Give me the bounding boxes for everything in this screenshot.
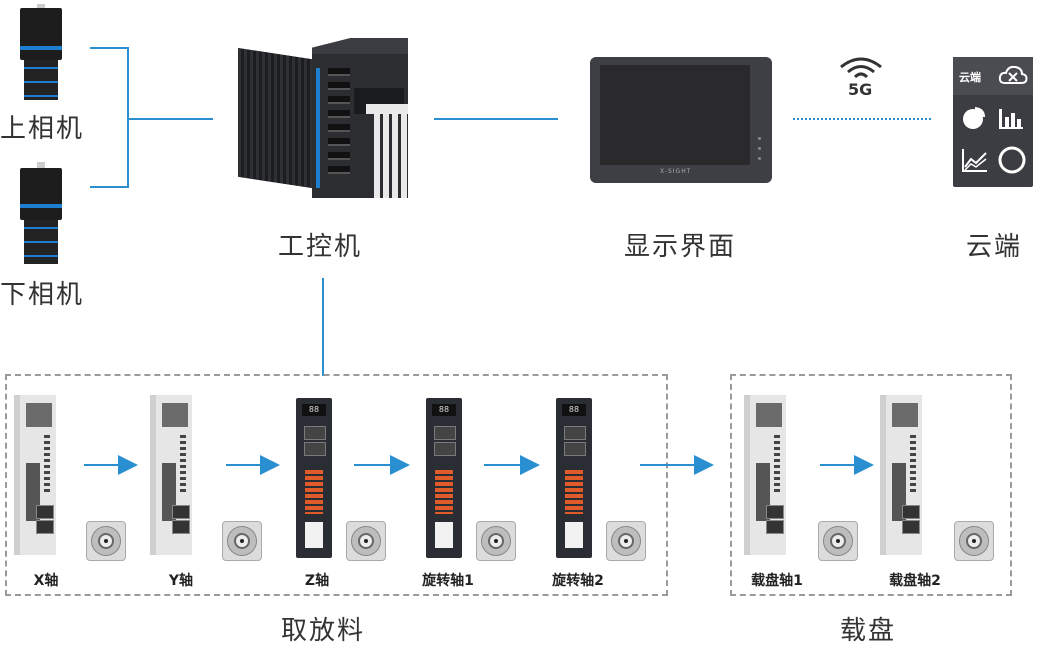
lower-camera-link (90, 186, 128, 188)
axis-label-z: Z轴 (304, 573, 330, 589)
tray-axis-2-motor (954, 521, 994, 561)
camera-bracket (127, 47, 129, 188)
pick-place-label: 取放料 (281, 616, 366, 646)
ipc-to-drives-link (322, 278, 324, 376)
y-axis-motor (222, 521, 262, 561)
cloud-panel-title: 云端 (959, 71, 981, 84)
z-axis-motor (346, 521, 386, 561)
ipc-to-display-link (434, 118, 558, 120)
display-label: 显示界面 (624, 232, 737, 262)
display-monitor: X-SIGHT (590, 57, 772, 183)
tray-label: 载盘 (840, 616, 897, 646)
industrial-pc (238, 38, 408, 198)
rotary-axis-1-drive: 88 (426, 398, 462, 558)
tray-axis-1-drive (744, 395, 786, 555)
line-chart-icon (962, 149, 987, 172)
y-axis-drive (150, 395, 192, 555)
ring-icon (998, 146, 1026, 174)
ipc-label: 工控机 (278, 232, 363, 262)
camera-to-ipc-link (127, 118, 213, 120)
tray-group (730, 374, 1012, 596)
axis-label-tray-1: 载盘轴1 (751, 573, 803, 589)
x-axis-drive (14, 395, 56, 555)
tray-axis-1-motor (818, 521, 858, 561)
rotary-axis-2-motor (606, 521, 646, 561)
upper-camera-link (90, 47, 128, 49)
upper-camera (20, 4, 62, 100)
tray-axis-2-drive (880, 395, 922, 555)
display-brand: X-SIGHT (660, 168, 692, 175)
upper-camera-label: 上相机 (0, 114, 85, 144)
pick-place-group (5, 374, 668, 596)
cloud-label: 云端 (966, 232, 1023, 262)
pie-chart-icon (963, 107, 985, 129)
cloud-panel: 云端 (953, 57, 1033, 187)
z-axis-drive: 88 (296, 398, 332, 558)
axis-label-rotary-1: 旋转轴1 (422, 573, 474, 589)
display-to-cloud-link (793, 118, 931, 120)
cloud-icon (998, 65, 1028, 84)
axis-label-rotary-2: 旋转轴2 (552, 573, 604, 589)
rotary-axis-1-motor (476, 521, 516, 561)
x-axis-motor (86, 521, 126, 561)
lower-camera (20, 162, 62, 264)
axis-label-x: X轴 (33, 573, 59, 589)
rotary-axis-2-drive: 88 (556, 398, 592, 558)
signal-label: 5G (848, 80, 873, 99)
wifi-signal-icon (840, 57, 882, 79)
axis-label-y: Y轴 (168, 573, 194, 589)
bar-chart-icon (999, 109, 1023, 129)
lower-camera-label: 下相机 (0, 280, 85, 310)
axis-label-tray-2: 载盘轴2 (889, 573, 941, 589)
